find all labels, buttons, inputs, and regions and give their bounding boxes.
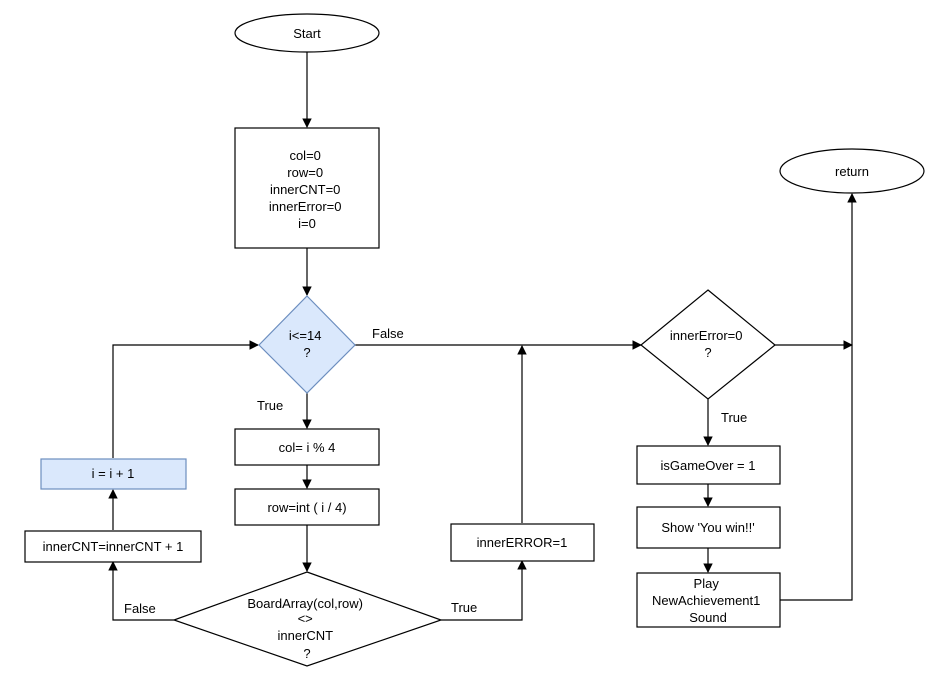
edge-labels: False True False True True [124,326,747,616]
node-play-sound: Play NewAchievement1 Sound [636,572,781,628]
svg-text:row=int ( i / 4): row=int ( i / 4) [267,500,346,515]
svg-text:innerError=0 ?: innerError=0 ? [670,328,746,360]
node-board-check: BoardArray(col,row) <> innerCNT ? [172,571,443,667]
svg-text:i = i + 1: i = i + 1 [92,466,135,481]
svg-text:Start: Start [293,26,321,41]
edge-label-board-true: True [451,600,477,615]
node-start-line: Start [293,26,321,41]
svg-text:BoardArray(col,row) <>: BoardArray(col,row) <> innerCNT ? [247,596,366,661]
svg-text:col=0 row=0 innerC: col=0 row=0 innerCNT=0 innerError=0 i=0 [269,148,345,231]
node-board-check-line: ? [303,646,310,661]
node-start: Start [234,13,380,53]
edge-board-false-to-cnt [108,561,174,621]
node-i-inc: i = i + 1 [40,458,187,490]
node-play-sound-line: Sound [689,610,727,625]
node-init-line: innerCNT=0 [270,182,340,197]
svg-text:isGameOver = 1: isGameOver = 1 [660,458,755,473]
node-game-over: isGameOver = 1 [636,445,781,485]
node-col-calc: col= i % 4 [234,428,380,466]
node-show-win: Show 'You win!!' [636,506,781,549]
node-init-line: row=0 [287,165,323,180]
node-play-sound-line: Play [694,576,720,591]
node-return: return [779,148,925,194]
node-col-calc-line: col= i % 4 [279,440,336,455]
edges [108,52,857,621]
node-board-check-line: innerCNT [277,628,333,643]
node-init-line: col=0 [289,148,320,163]
node-cnt-inc-line: innerCNT=innerCNT + 1 [43,539,184,554]
svg-text:Show 'You win!!': Show 'You win!!' [661,520,754,535]
node-set-error: innerERROR=1 [450,523,595,562]
edge-iinc-to-cond [112,340,259,458]
node-cond-i-line: ? [303,345,310,360]
svg-text:innerCNT=innerCNT + 1: innerCNT=innerCNT + 1 [43,539,184,554]
svg-text:Play NewAchievement1: Play NewAchievement1 Sound [652,576,764,625]
node-row-calc-line: row=int ( i / 4) [267,500,346,515]
node-play-sound-line: NewAchievement1 [652,593,760,608]
node-init: col=0 row=0 innerCNT=0 innerError=0 i=0 [234,127,380,249]
node-set-error-line: innerERROR=1 [477,535,568,550]
node-init-line: innerError=0 [269,199,342,214]
svg-text:col= i % 4: col= i % 4 [279,440,336,455]
edge-label-cond-false: False [372,326,404,341]
node-cond-i: i<=14 ? [258,295,356,394]
node-game-over-line: isGameOver = 1 [660,458,755,473]
svg-text:return: return [835,164,869,179]
node-return-line: return [835,164,869,179]
node-board-check-line: <> [298,611,313,626]
edge-label-cond-true: True [257,398,283,413]
edge-label-error-true: True [721,410,747,425]
node-i-inc-line: i = i + 1 [92,466,135,481]
node-error-check: innerError=0 ? [640,289,776,400]
node-board-check-line: BoardArray(col,row) [247,596,363,611]
node-cnt-inc: innerCNT=innerCNT + 1 [24,530,202,563]
node-show-win-line: Show 'You win!!' [661,520,754,535]
svg-text:innerERROR=1: innerERROR=1 [477,535,568,550]
edge-label-board-false: False [124,601,156,616]
edge-play-to-return [780,193,857,601]
svg-text:i<=14 ?: i<=14 ? [289,328,325,360]
edge-board-true-to-error [441,560,527,621]
node-error-check-line: innerError=0 [670,328,743,343]
node-row-calc: row=int ( i / 4) [234,488,380,526]
node-error-check-line: ? [704,345,711,360]
node-cond-i-line: i<=14 [289,328,322,343]
node-init-line: i=0 [298,216,316,231]
